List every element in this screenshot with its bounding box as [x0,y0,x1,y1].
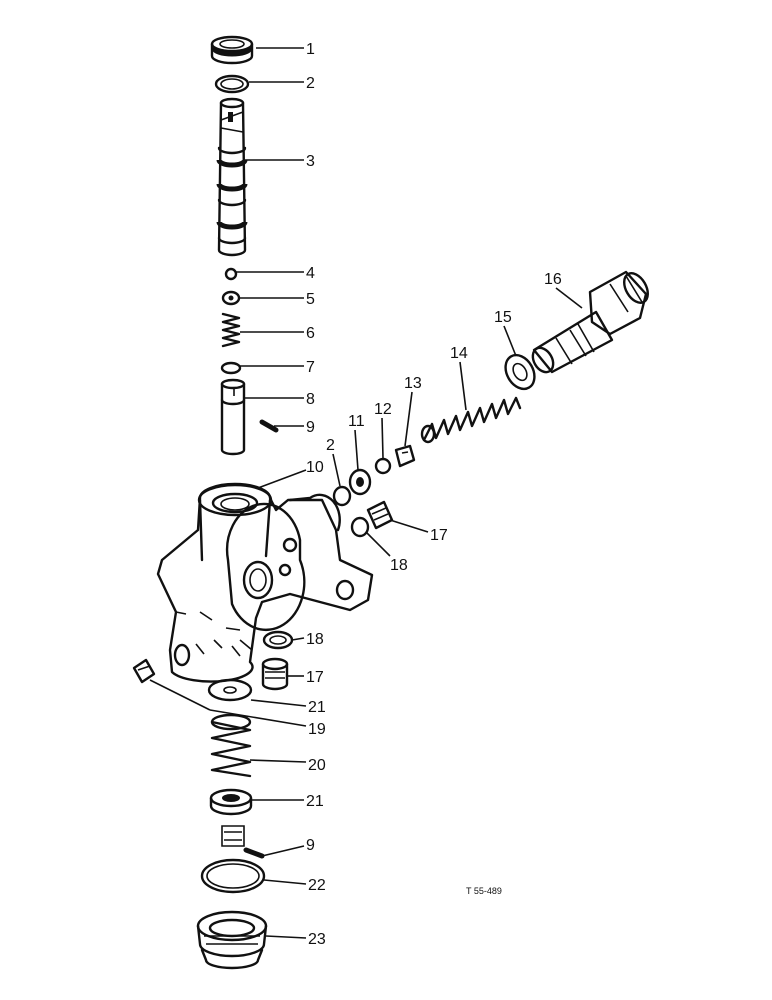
part-19-set-screw [132,658,156,684]
part-16-adjusting-screw [531,270,649,374]
callout-9-lower: 9 [306,837,315,854]
part-5-seat [221,290,241,306]
callout-21-lower: 21 [306,793,324,810]
callout-19: 19 [308,721,326,738]
part-23-end-cap [196,910,268,970]
callout-12: 12 [374,401,392,418]
part-2-o-ring-right [332,485,352,507]
part-18-seal-lower [262,630,294,650]
part-14-spring [422,396,522,442]
part-17-plug-lower [261,657,289,691]
part-17-plug-upper [366,500,394,530]
callout-21-upper: 21 [308,699,326,716]
callout-16: 16 [544,271,562,288]
callout-10: 10 [306,459,324,476]
callout-5: 5 [306,291,315,308]
callout-11: 11 [348,413,365,430]
callout-17-lower: 17 [306,669,324,686]
callout-7: 7 [306,359,315,376]
part-1-seal-cap [210,35,254,65]
part-21-spring-seat-lower [209,788,253,816]
callout-18-lower: 18 [306,631,324,648]
callout-6: 6 [306,325,315,342]
callout-9: 9 [306,419,315,436]
callout-17-upper: 17 [430,527,448,544]
callout-15: 15 [494,309,512,326]
callout-18-upper: 18 [390,557,408,574]
part-21-washer-upper [207,678,253,702]
part-3-spool [216,97,248,257]
callout-22: 22 [308,877,326,894]
callout-3: 3 [306,153,315,170]
part-8-piston [220,378,246,456]
figure-reference: T 55-489 [466,886,502,896]
part-7-washer [220,361,242,375]
part-9-roll-pin-lower [243,847,265,859]
callout-1: 1 [306,41,315,58]
part-20-spring [210,720,252,778]
part-6-spring [221,312,241,348]
part-2-o-ring [214,74,250,94]
part-4-ball [224,267,238,281]
part-12-ball [374,457,392,475]
part-9-roll-pin [259,419,279,433]
callout-2: 2 [306,75,315,92]
callout-20: 20 [308,757,326,774]
callout-labels: 1 2 3 4 5 6 7 8 9 10 11 2 12 13 14 15 16… [306,41,562,948]
callout-14: 14 [450,345,468,362]
part-22-snap-ring [200,858,266,894]
part-15-washer [504,353,536,391]
callout-13: 13 [404,375,422,392]
part-13-guide [394,444,416,468]
part-18-seal-upper [350,516,370,538]
part-10-valve-housing [156,482,374,683]
callout-2-right: 2 [326,437,335,454]
sleeve [221,825,245,847]
callout-23: 23 [308,931,326,948]
leader-lines [149,47,583,939]
callout-8: 8 [306,391,315,408]
callout-4: 4 [306,265,315,282]
part-11-washer [348,468,372,496]
